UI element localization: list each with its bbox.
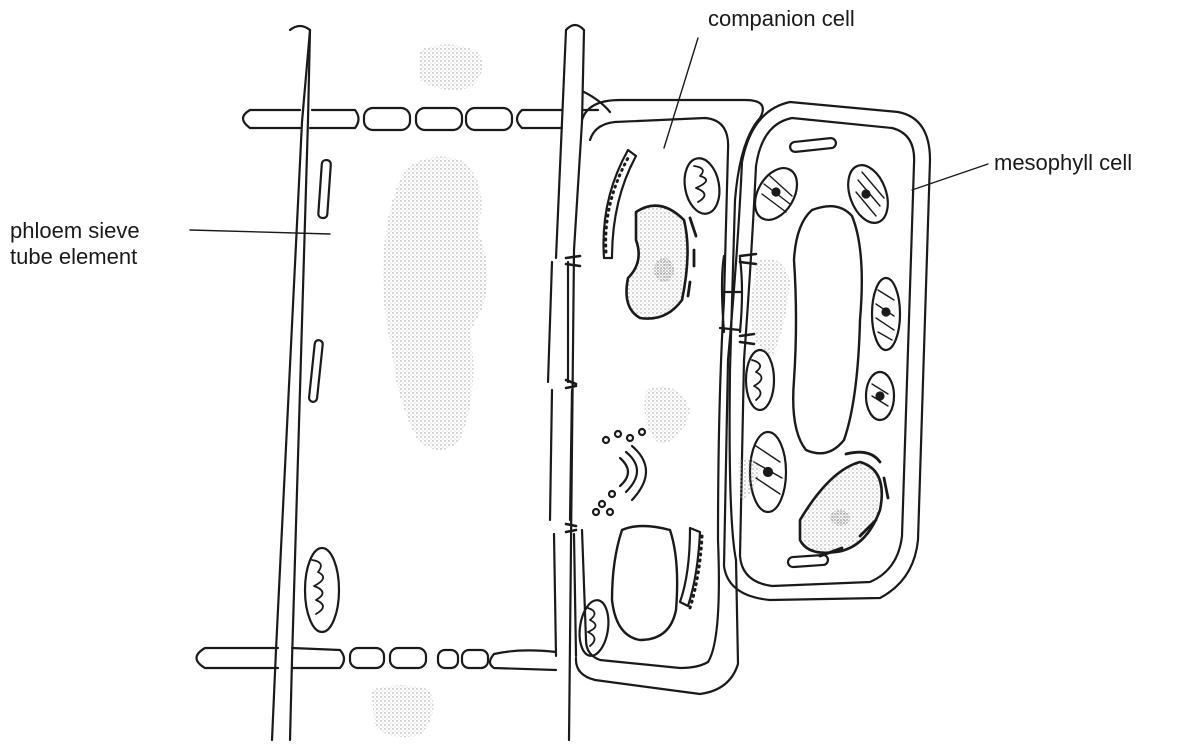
chloroplast-icon: [866, 372, 894, 420]
phloem-label-line1: phloem sieve: [10, 218, 140, 244]
mitochondrion-icon: [305, 548, 339, 632]
companion-cell-label: companion cell: [708, 6, 855, 32]
rough-er-lower-icon: [680, 528, 702, 608]
mitochondrion-icon: [746, 350, 774, 410]
golgi-apparatus-icon: [593, 429, 646, 515]
companion-cell: [548, 100, 763, 694]
mesophyll-cell: [720, 102, 930, 600]
vacuole-icon: [612, 526, 677, 640]
phloem-sieve-tube-label: phloem sieve tube element: [10, 218, 140, 270]
central-vacuole-icon: [793, 206, 862, 453]
chloroplast-icon: [841, 160, 895, 229]
mesophyll-cell-label: mesophyll cell: [994, 150, 1132, 176]
mitochondrion-icon: [680, 155, 723, 216]
nucleus-icon: [627, 206, 697, 319]
nucleus-icon: [800, 452, 888, 556]
phloem-cytoplasm-stipple: [372, 44, 487, 737]
phloem-label-line2: tube element: [10, 244, 140, 270]
leader-line-companion: [664, 38, 698, 148]
rough-er-icon: [604, 150, 637, 258]
mitochondrion-icon: [576, 598, 612, 657]
chloroplast-icon: [872, 278, 900, 350]
leader-line-mesophyll: [912, 164, 988, 190]
leader-line-phloem: [190, 230, 330, 234]
